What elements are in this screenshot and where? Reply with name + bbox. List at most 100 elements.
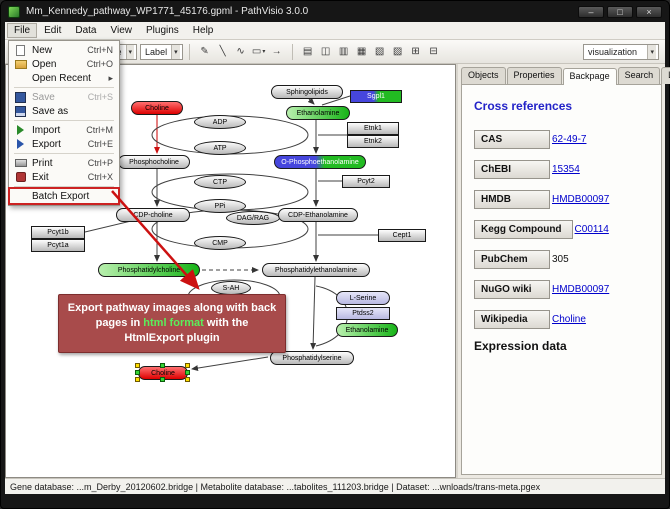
menu-item-save-as[interactable]: Save as — [10, 104, 118, 118]
menu-item-open-recent[interactable]: Open Recent▸ — [10, 71, 118, 85]
xref-value-link[interactable]: 62-49-7 — [552, 134, 587, 145]
pathway-node-ctp[interactable]: CTP — [194, 175, 246, 189]
arrow-tool-icon[interactable]: → — [271, 46, 282, 57]
common-height-icon[interactable]: ⊟ — [429, 46, 438, 57]
pathway-node-etnk2[interactable]: Etnk2 — [347, 135, 399, 148]
pathway-node-cdp-choline[interactable]: CDP-choline — [116, 208, 190, 222]
pathway-node-ethanolamine-top[interactable]: Ethanolamine — [286, 106, 350, 120]
shape-tool-icon[interactable]: ▭▾ — [251, 46, 266, 57]
pathway-node-pcyt1b[interactable]: Pcyt1b — [31, 226, 85, 239]
selection-handle[interactable] — [185, 370, 190, 375]
pathway-node-phosphatidylcholine[interactable]: Phosphatidylcholine — [98, 263, 200, 277]
distribute-horizontal-icon[interactable]: ▧ — [374, 46, 385, 57]
pathway-node-dag[interactable]: DAG/RAG — [226, 211, 280, 225]
selection-handle[interactable] — [135, 377, 140, 382]
label-tool-combobox[interactable]: Label ▾ — [140, 43, 183, 60]
pathway-node-pcyt2[interactable]: Pcyt2 — [342, 175, 390, 188]
tab-search[interactable]: Search — [617, 67, 661, 84]
pathway-node-atp[interactable]: ATP — [194, 141, 246, 155]
menu-data[interactable]: Data — [75, 25, 97, 36]
menu-help[interactable]: Help — [192, 25, 214, 36]
xref-value-link[interactable]: C00114 — [574, 224, 609, 235]
tab-properties[interactable]: Properties — [506, 67, 562, 84]
maximize-button[interactable]: □ — [607, 5, 633, 18]
pathway-canvas[interactable]: Export pathway images along with back pa… — [5, 64, 456, 478]
export-icon-glyph — [17, 139, 24, 149]
pathway-node-ppi[interactable]: PPi — [194, 199, 246, 213]
pathway-node-ptdss2[interactable]: Ptdss2 — [336, 307, 390, 320]
pathway-node-sah[interactable]: S-AH — [211, 281, 251, 295]
tab-objects[interactable]: Objects — [461, 67, 506, 84]
menu-view[interactable]: View — [110, 25, 132, 36]
side-tabs: ObjectsPropertiesBackpageSearchLegend — [458, 64, 670, 85]
pathway-node-phosphocholine[interactable]: Phosphocholine — [118, 155, 190, 169]
xref-value-link[interactable]: HMDB00097 — [552, 284, 610, 295]
tab-legend[interactable]: Legend — [661, 67, 670, 84]
pathway-node-cdp-ethanolamine[interactable]: CDP-Ethanolamine — [278, 208, 358, 222]
exit-icon — [14, 172, 27, 182]
visualization-value: visualization — [588, 46, 638, 57]
tab-backpage[interactable]: Backpage — [562, 68, 617, 85]
menu-item-batch-export[interactable]: Batch Export — [10, 189, 118, 203]
align-center-icon[interactable]: ◫ — [320, 46, 331, 57]
selection-handle[interactable] — [185, 377, 190, 382]
selection-handle[interactable] — [160, 377, 165, 382]
pathway-node-l-serine[interactable]: L-Serine — [336, 291, 390, 305]
edit-pencil-icon[interactable]: ✎ — [200, 46, 209, 57]
pathway-node-phosphatidylserine[interactable]: Phosphatidylserine — [270, 351, 354, 365]
new-icon — [14, 44, 27, 56]
close-button[interactable]: × — [636, 5, 662, 18]
toolbar-separator — [291, 43, 293, 60]
menu-file[interactable]: File — [7, 23, 38, 38]
import-icon-glyph — [17, 125, 24, 135]
pathway-node-adp[interactable]: ADP — [194, 115, 246, 129]
chevron-down-icon: ▾ — [171, 44, 180, 59]
align-middle-icon[interactable]: ▦ — [356, 46, 367, 57]
line-tool-icon[interactable]: ╲ — [219, 46, 226, 57]
pathway-node-phosphatidylethanolamine[interactable]: Phosphatidylethanolamine — [262, 263, 370, 277]
visualization-combobox[interactable]: visualization ▾ — [583, 43, 659, 60]
pathway-node-cept1[interactable]: Cept1 — [378, 229, 426, 242]
pathway-node-cmp[interactable]: CMP — [194, 236, 246, 250]
curve-tool-icon[interactable]: ∿ — [236, 46, 245, 57]
save-icon-glyph — [15, 91, 26, 103]
pathway-node-etnk1[interactable]: Etnk1 — [347, 122, 399, 135]
menu-plugins[interactable]: Plugins — [145, 25, 179, 36]
xref-value-link[interactable]: 15354 — [552, 164, 580, 175]
pathway-node-choline-top[interactable]: Choline — [131, 101, 183, 115]
pathway-node-sgpl1[interactable]: Sgpl1 — [350, 90, 402, 103]
pathway-node-pcyt1a[interactable]: Pcyt1a — [31, 239, 85, 252]
xref-value-link[interactable]: Choline — [552, 314, 586, 325]
xref-database-name: Wikipedia — [474, 310, 550, 329]
selection-handle[interactable] — [135, 363, 140, 368]
selection-handle[interactable] — [135, 370, 140, 375]
pathway-node-ethanolamine-right[interactable]: Ethanolamine — [336, 323, 398, 337]
align-left-icon[interactable]: ▤ — [302, 46, 313, 57]
xref-database-name: PubChem — [474, 250, 550, 269]
menu-edit[interactable]: Edit — [44, 25, 62, 36]
align-top-icon[interactable]: ▥ — [338, 46, 349, 57]
distribute-vertical-icon[interactable]: ▨ — [392, 46, 403, 57]
export-icon — [14, 139, 27, 149]
xref-database-name: ChEBI — [474, 160, 550, 179]
minimize-button[interactable]: – — [578, 5, 604, 18]
pathway-node-o-phosphoethanolamine[interactable]: O-Phosphoethanolamine — [274, 155, 366, 169]
common-width-icon[interactable]: ⊞ — [411, 46, 420, 57]
selection-handle[interactable] — [185, 363, 190, 368]
xref-value-link[interactable]: HMDB00097 — [552, 194, 610, 205]
selection-handle[interactable] — [160, 363, 165, 368]
menu-item-label: New — [32, 44, 53, 56]
menu-item-shortcut: Ctrl+P — [87, 158, 113, 168]
pathway-node-sphingolipids[interactable]: Sphingolipids — [271, 85, 343, 99]
